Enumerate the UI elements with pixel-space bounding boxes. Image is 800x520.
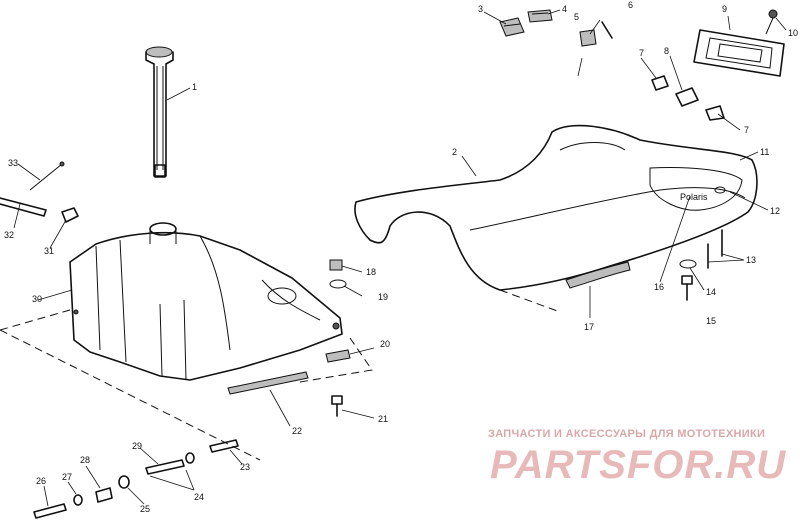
part-20-pad (325, 349, 351, 363)
part-17-seat-base (565, 261, 631, 289)
callout-25: 25 (140, 504, 150, 514)
part-7-bulb-b (705, 105, 725, 121)
callout-21: 21 (378, 414, 388, 424)
part-26-hose (33, 503, 67, 519)
part-1-fuel-sender (145, 46, 174, 178)
part-21-bolt (331, 395, 343, 417)
callout-33: 33 (8, 158, 18, 168)
callout-28: 28 (80, 455, 90, 465)
part-14-washer (679, 259, 697, 269)
part-19-washer (329, 279, 347, 289)
part-9-light-housing (693, 29, 785, 77)
part-25-clamp (118, 475, 130, 489)
callout-3: 3 (478, 4, 483, 14)
callout-18: 18 (366, 267, 376, 277)
part-15-bolt (681, 275, 693, 301)
part-30-fuel-tank (69, 222, 343, 381)
part-33-rod (29, 161, 65, 191)
watermark-subtitle: ЗАПЧАСТИ И АКСЕССУАРЫ ДЛЯ МОТОТЕХНИКИ (488, 428, 765, 440)
part-8-bulb (675, 87, 699, 107)
part-24-clamp (185, 452, 195, 464)
part-2-seat: Polaris (354, 124, 758, 291)
callout-7-a: 7 (639, 48, 644, 58)
callout-4: 4 (562, 4, 567, 14)
watermark: ЗАПЧАСТИ И АКСЕССУАРЫ ДЛЯ МОТОТЕХНИКИ PA… (488, 428, 786, 487)
part-32-hose (0, 197, 47, 217)
part-27-clamp (73, 494, 83, 506)
callout-1: 1 (192, 82, 197, 92)
part-7-bulb-a (651, 75, 669, 91)
callout-30: 30 (32, 294, 42, 304)
callout-27: 27 (62, 472, 72, 482)
callout-22: 22 (292, 426, 302, 436)
callout-7-b: 7 (744, 125, 749, 135)
part-4-bracket (527, 9, 553, 23)
part-23-hose (209, 439, 239, 453)
callout-24: 24 (194, 492, 204, 502)
callout-10: 10 (788, 28, 798, 38)
part-5-clip (579, 29, 597, 47)
leader-lines (13, 9, 787, 507)
callout-26: 26 (36, 476, 46, 486)
assembly-lines (0, 289, 561, 461)
callout-20: 20 (380, 339, 390, 349)
callout-23: 23 (240, 462, 250, 472)
callout-11: 11 (760, 147, 769, 157)
callout-5: 5 (574, 12, 579, 22)
callout-2: 2 (452, 147, 457, 157)
callout-6: 6 (628, 0, 633, 10)
part-18-grommet (329, 259, 343, 271)
callout-32: 32 (4, 230, 14, 240)
watermark-brand: PARTSFOR.RU (490, 443, 786, 487)
callout-14: 14 (706, 287, 716, 297)
part-13-studs (707, 229, 723, 269)
part-3-bracket (499, 17, 525, 37)
callout-labels: 1 2 3 4 5 6 7 7 8 9 10 11 12 13 14 15 16… (4, 0, 798, 514)
callout-17: 17 (584, 322, 594, 332)
callout-9: 9 (722, 4, 727, 14)
callout-12: 12 (770, 206, 780, 216)
svg-text:Polaris: Polaris (680, 192, 708, 202)
callout-29: 29 (132, 441, 142, 451)
part-6-screw (601, 21, 613, 39)
callout-8: 8 (664, 46, 669, 56)
callout-31: 31 (44, 246, 54, 256)
part-10-bulb-socket (765, 9, 778, 35)
callout-19: 19 (378, 292, 388, 302)
callout-15: 15 (706, 316, 716, 326)
part-28-fitting (95, 487, 113, 503)
part-29-hose (145, 459, 185, 475)
part-22-strap (227, 371, 309, 395)
callout-16: 16 (654, 282, 664, 292)
part-31-fitting (61, 207, 79, 223)
callout-13: 13 (746, 255, 756, 265)
